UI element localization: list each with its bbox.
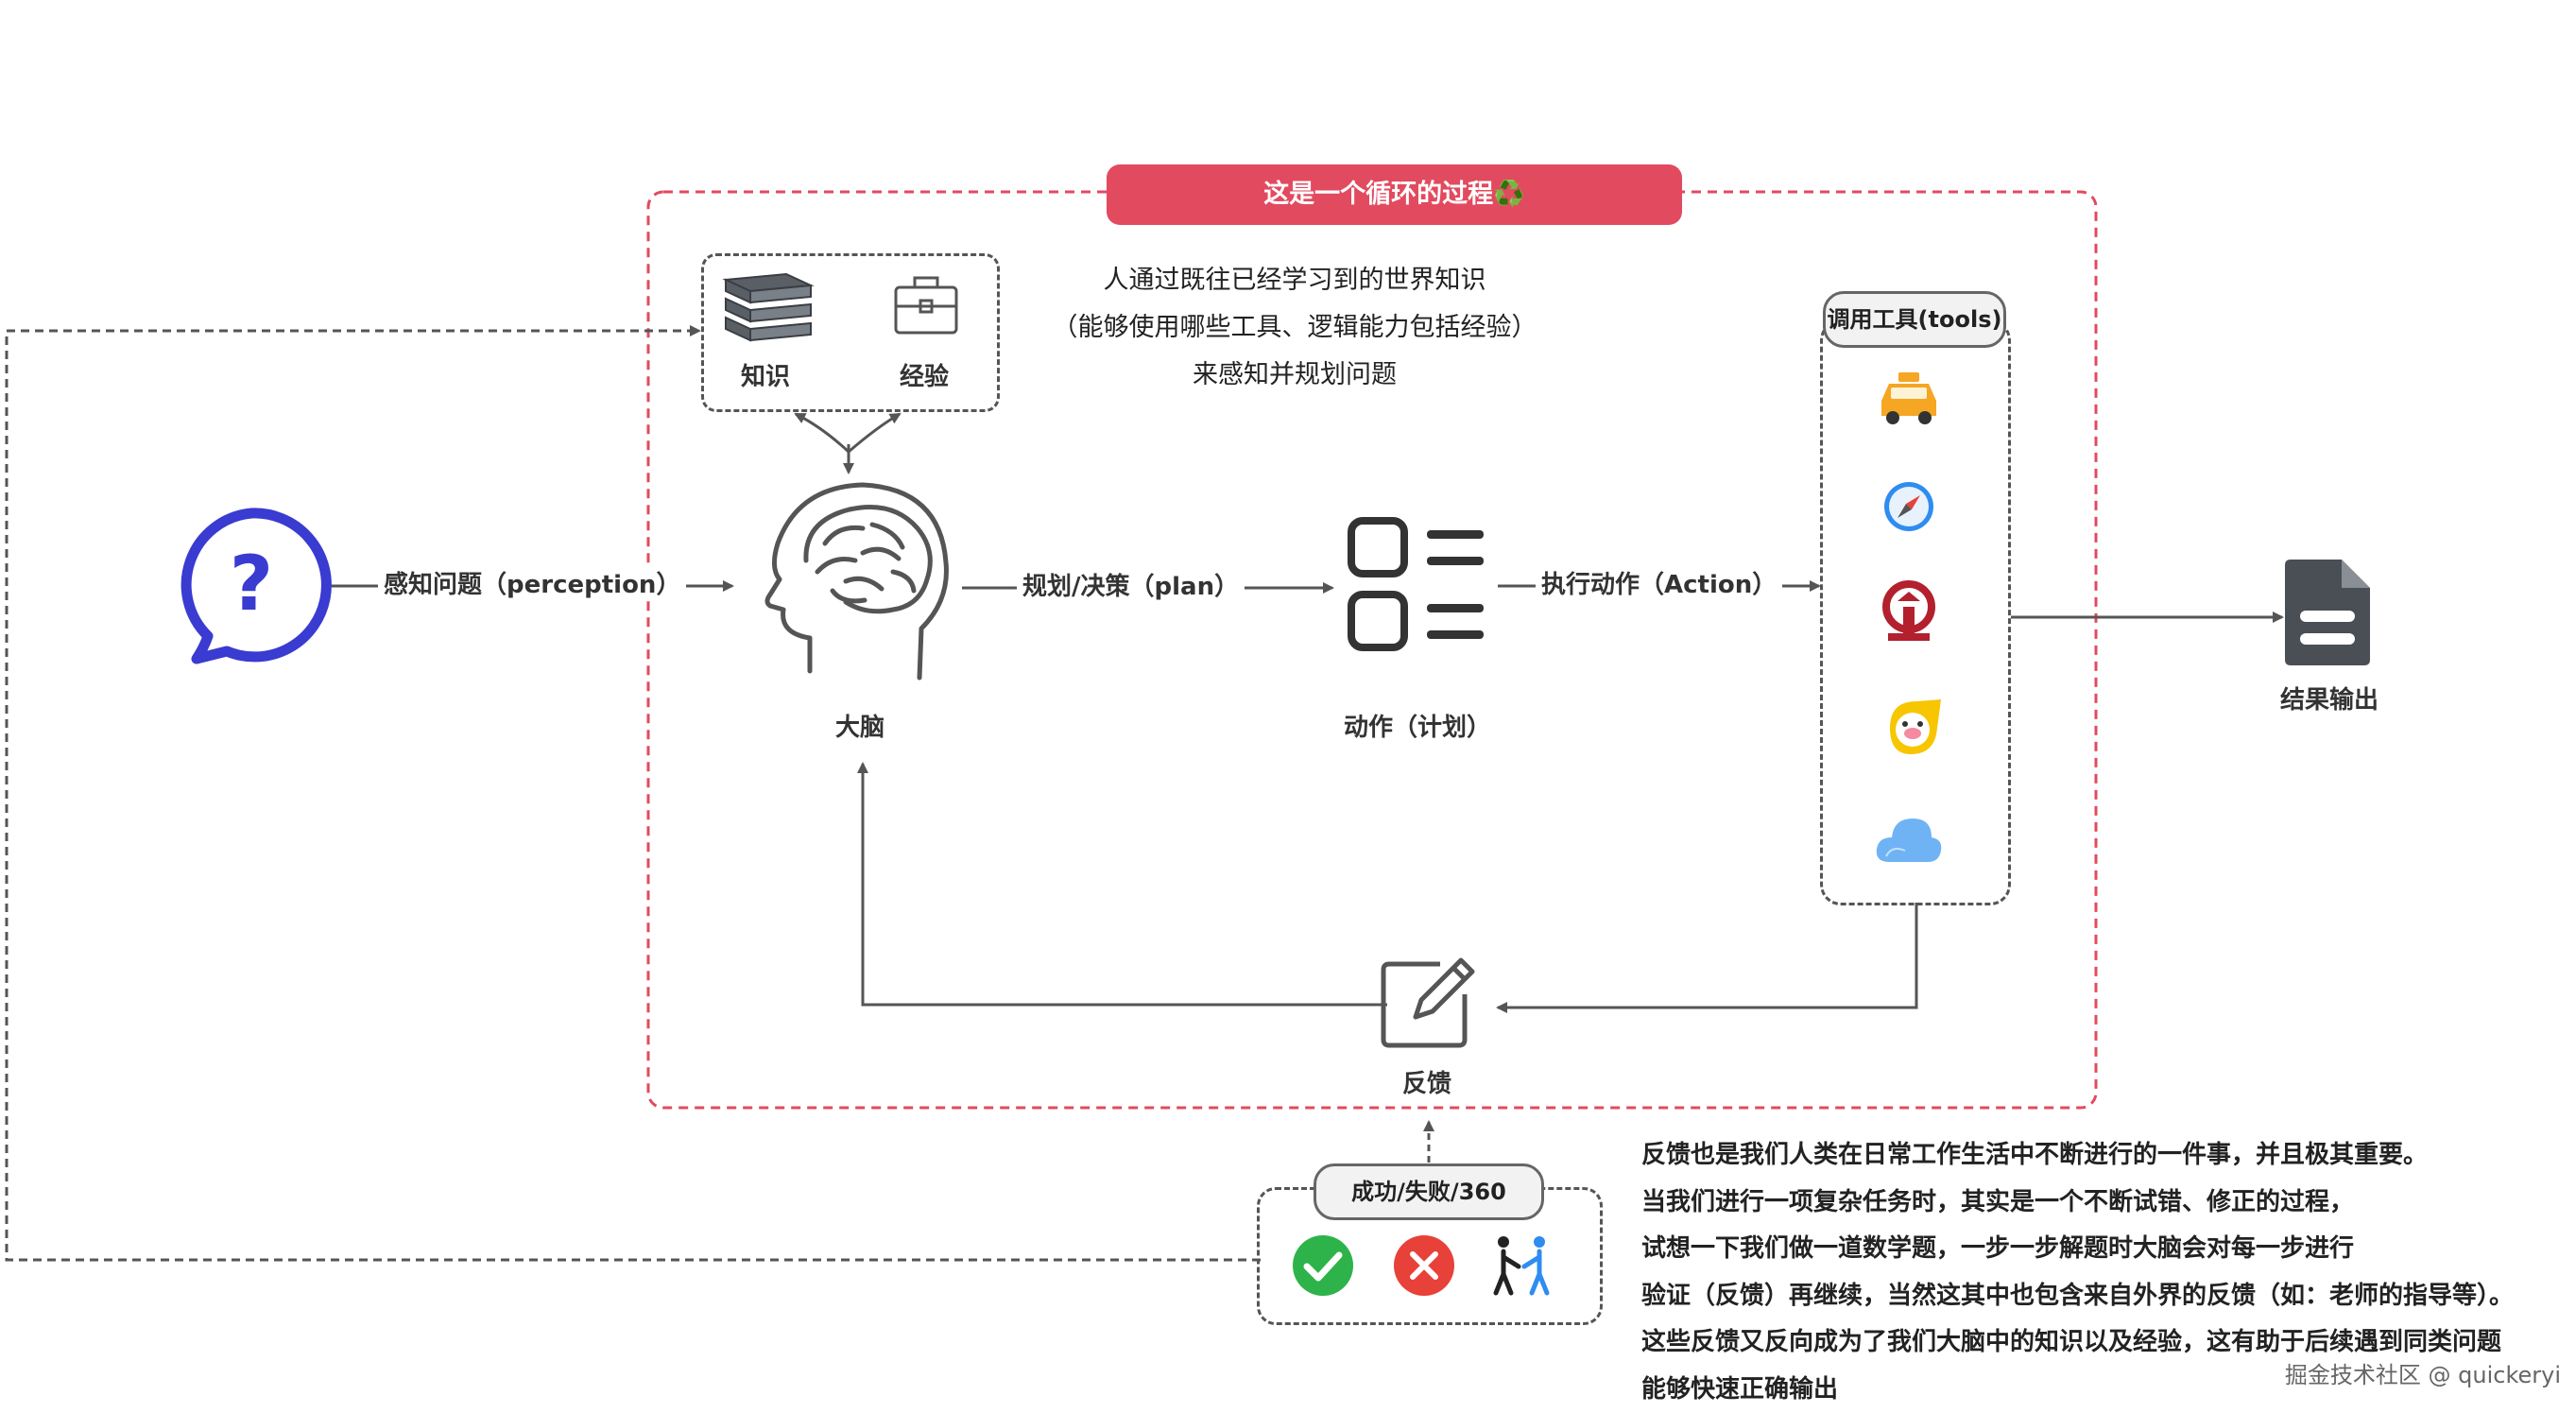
knowledge-note: 人通过既往已经学习到的世界知识 （能够使用哪些工具、逻辑能力包括经验） 来感知并… — [1011, 257, 1578, 399]
evaluation-title: 成功/失败/360 — [1314, 1163, 1544, 1220]
action-plan-label: 动作（计划） — [1332, 712, 1503, 744]
svg-text:?: ? — [230, 540, 273, 628]
briefcase-icon — [892, 272, 960, 338]
perception-label: 感知问题（perception） — [378, 569, 686, 601]
experience-label: 经验 — [886, 361, 962, 393]
action-list-icon — [1346, 515, 1487, 655]
people-360-icon — [1490, 1234, 1556, 1297]
failure-cross-icon — [1393, 1234, 1455, 1297]
safari-compass-icon[interactable] — [1882, 480, 1935, 533]
feedback-note-line: 试想一下我们做一道数学题，一步一步解题时大脑会对每一步进行 — [1641, 1226, 2514, 1273]
action-label: 执行动作（Action） — [1536, 569, 1782, 601]
edge-knowledge-brain — [796, 414, 849, 452]
knowledge-label: 知识 — [728, 361, 803, 393]
edge-experience-brain — [849, 414, 900, 452]
feedback-note-line: 当我们进行一项复杂任务时，其实是一个不断试错、修正的过程， — [1641, 1180, 2514, 1227]
railway-icon[interactable] — [1879, 580, 1939, 643]
knowledge-note-line: （能够使用哪些工具、逻辑能力包括经验） — [1011, 304, 1578, 352]
feedback-note-line: 验证（反馈）再继续，当然这其中也包含来自外界的反馈（如：老师的指导等）。 — [1641, 1273, 2514, 1320]
question-bubble-icon: ? — [170, 506, 333, 666]
knowledge-note-line: 人通过既往已经学习到的世界知识 — [1011, 257, 1578, 304]
taxi-icon[interactable] — [1876, 370, 1942, 427]
document-output-icon — [2285, 560, 2370, 665]
watermark: 掘金技术社区 @ quickeryi — [2285, 1356, 2561, 1389]
feedback-edit-icon — [1380, 956, 1478, 1051]
edge-eval-knowledge — [7, 331, 1261, 1260]
feedback-label: 反馈 — [1380, 1068, 1474, 1100]
result-label: 结果输出 — [2258, 684, 2400, 716]
fliggy-icon[interactable] — [1882, 696, 1945, 758]
feedback-note-line: 反馈也是我们人类在日常工作生活中不断进行的一件事，并且极其重要。 — [1641, 1132, 2514, 1180]
books-icon — [718, 272, 816, 350]
plan-label: 规划/决策（plan） — [1017, 571, 1245, 603]
edge-feedback-brain — [863, 764, 1387, 1005]
edge-tools-feedback — [1498, 903, 1916, 1008]
brain-label: 大脑 — [813, 712, 907, 744]
knowledge-note-line: 来感知并规划问题 — [1011, 352, 1578, 399]
loop-banner: 这是一个循环的过程♻️ — [1107, 164, 1682, 225]
brain-head-icon — [751, 477, 954, 687]
success-check-icon — [1292, 1234, 1354, 1297]
tools-title: 调用工具(tools) — [1823, 291, 2006, 348]
cloud-icon[interactable] — [1873, 813, 1945, 866]
